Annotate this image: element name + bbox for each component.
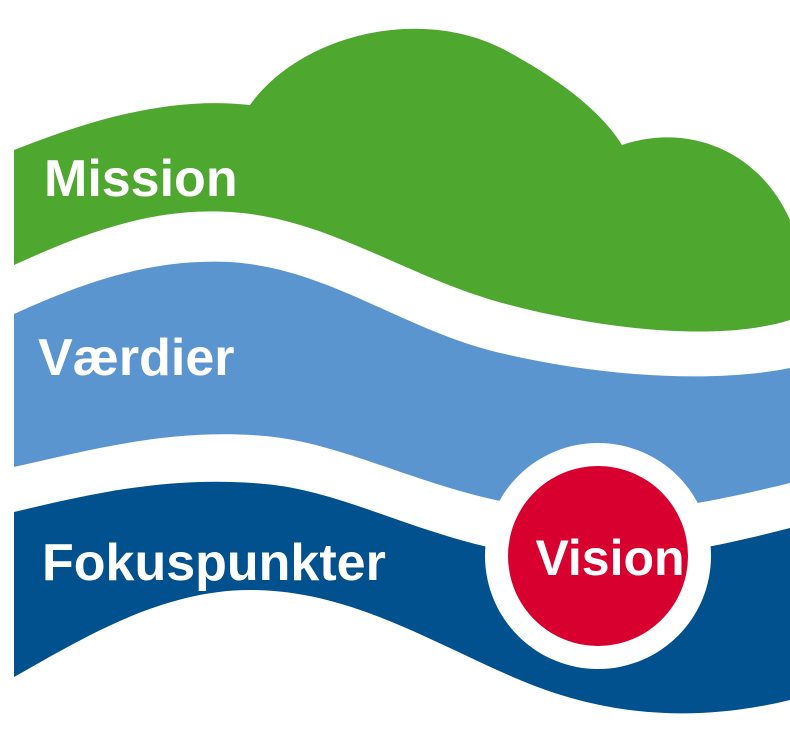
vision-circle: [508, 466, 688, 646]
fokuspunkter-label: Fokuspunkter: [42, 534, 386, 592]
mission-label: Mission: [44, 150, 238, 208]
vision-label: Vision: [535, 530, 684, 586]
mission-band: [14, 28, 790, 332]
vaerdier-label: Værdier: [38, 329, 235, 387]
